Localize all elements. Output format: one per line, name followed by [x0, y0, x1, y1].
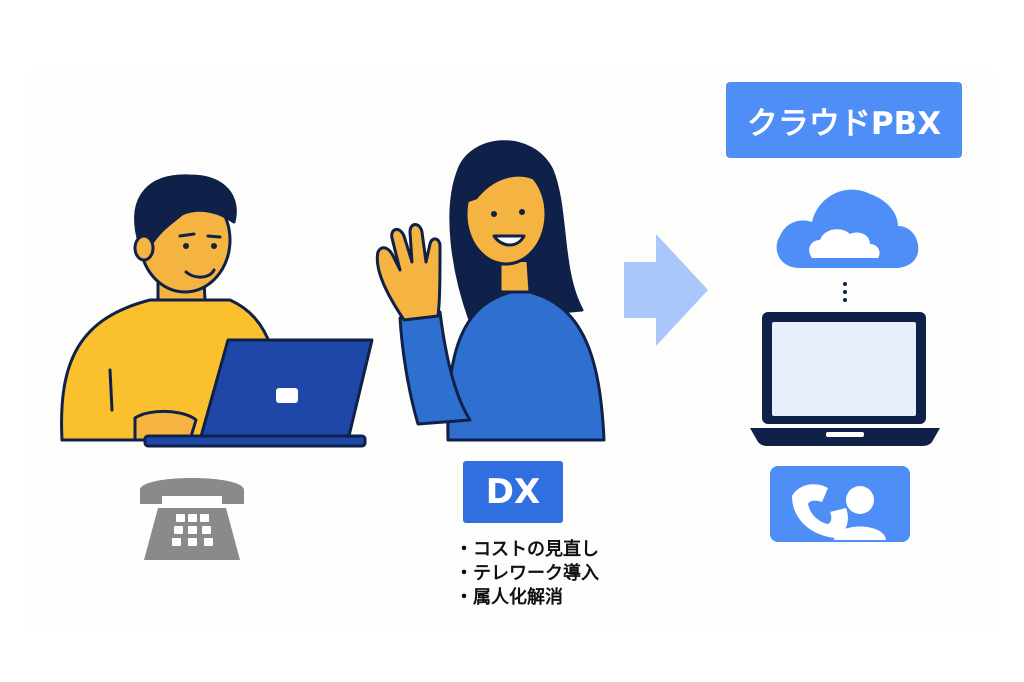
dx-point: ・コストの見直し: [455, 539, 599, 560]
woman-figure: [375, 140, 606, 442]
connector-dots: [843, 282, 847, 302]
cloud-pbx-label: クラウドPBX: [746, 105, 942, 142]
cloud-pbx-badge: クラウドPBX: [726, 82, 962, 158]
arrow-right-icon: [624, 234, 708, 346]
laptop-icon: [143, 338, 374, 448]
pbx-laptop-icon: [750, 312, 940, 446]
desk-phone-icon: [140, 478, 244, 560]
woman-hand: [375, 223, 442, 322]
call-user-icon: [770, 466, 910, 542]
dx-label: DX: [485, 472, 541, 512]
man-hair: [134, 174, 237, 248]
dx-points-list: ・コストの見直し ・テレワーク導入 ・属人化解消: [455, 538, 655, 610]
cloud-inner: [809, 229, 880, 258]
dx-point: ・テレワーク導入: [455, 563, 599, 584]
dx-badge: DX: [463, 461, 563, 523]
dx-point: ・属人化解消: [455, 587, 563, 608]
